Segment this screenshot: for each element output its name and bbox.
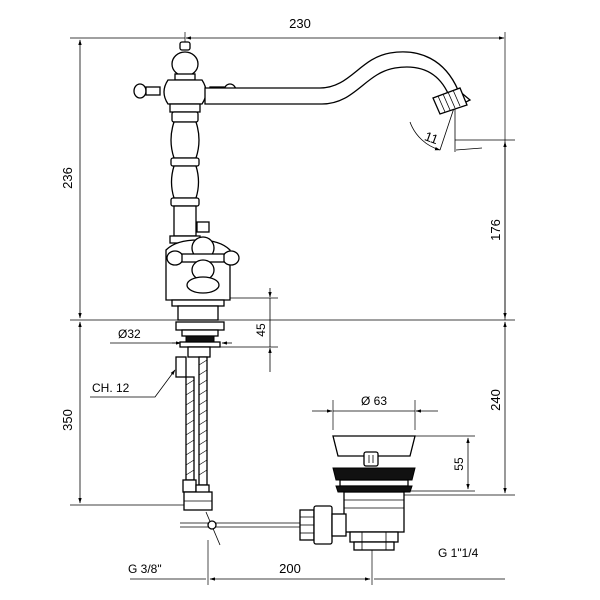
label-diameter-32: Ø32: [118, 327, 141, 341]
label-thread-left: G 3/8": [128, 562, 162, 576]
label-drain-diameter: Ø 63: [361, 394, 387, 408]
label-350: 350: [60, 409, 75, 431]
label-angle-11: 11: [423, 128, 441, 147]
label-55: 55: [452, 457, 466, 471]
label-hex: CH. 12: [92, 381, 130, 395]
pop-up-drain: [299, 435, 416, 551]
label-thread-right: G 1"1/4: [438, 546, 479, 560]
label-236: 236: [60, 167, 75, 189]
flex-hoses: [182, 356, 213, 511]
pull-rod: [180, 511, 300, 546]
faucet: [133, 41, 472, 378]
dimension-labels: 230 236 176 11 Ø32 45 CH. 12 350 240 Ø 6…: [60, 16, 503, 576]
dimension-lines: [70, 32, 515, 585]
label-200: 200: [279, 561, 301, 576]
label-230: 230: [289, 16, 311, 31]
label-45: 45: [254, 323, 268, 337]
label-240: 240: [488, 389, 503, 411]
label-176: 176: [488, 219, 503, 241]
